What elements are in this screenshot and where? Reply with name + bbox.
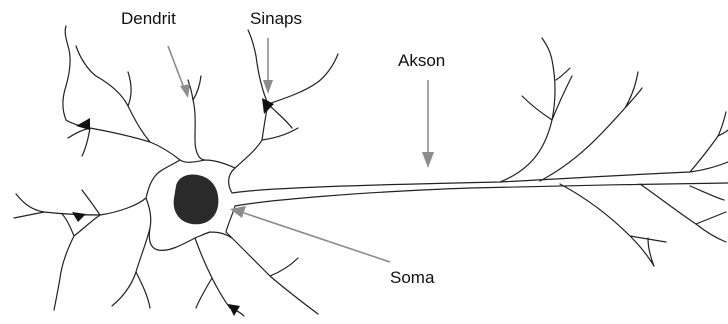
synapse-knob-upper-right bbox=[262, 98, 274, 114]
axon-branch-right-top bbox=[690, 112, 728, 172]
dendrite-lower-left bbox=[112, 228, 150, 308]
dendrite-left bbox=[14, 190, 100, 310]
pointer-arrows bbox=[168, 38, 434, 262]
soma-label: Soma bbox=[390, 268, 435, 287]
dendrite-upper-right bbox=[248, 30, 338, 140]
axon-label: Akson bbox=[398, 51, 445, 70]
dendrite-label: Dendrit bbox=[121, 9, 176, 28]
synapse-knob-left bbox=[72, 212, 86, 222]
axon-branch-upper bbox=[500, 38, 572, 182]
dendrite-pointer-line bbox=[168, 46, 184, 88]
synapse-knob-upper-left bbox=[76, 118, 90, 130]
dendrite-upper-center bbox=[188, 76, 201, 100]
soma-pointer-line bbox=[244, 213, 390, 262]
dendrite-lower-center bbox=[195, 232, 318, 316]
dendrite-upper-left bbox=[63, 26, 150, 156]
synapse-label: Sinaps bbox=[250, 9, 302, 28]
synapse-pointer-head bbox=[263, 80, 273, 94]
axon-branch-lower-right bbox=[640, 184, 726, 242]
nucleus bbox=[174, 174, 219, 224]
dendrite-pointer-head bbox=[180, 84, 190, 98]
axon-pointer-head bbox=[422, 152, 434, 168]
synapse-knob-bottom bbox=[228, 304, 240, 316]
dendrites bbox=[14, 26, 338, 316]
axon-branch-lower bbox=[560, 184, 666, 266]
axon-terminals bbox=[500, 38, 728, 266]
